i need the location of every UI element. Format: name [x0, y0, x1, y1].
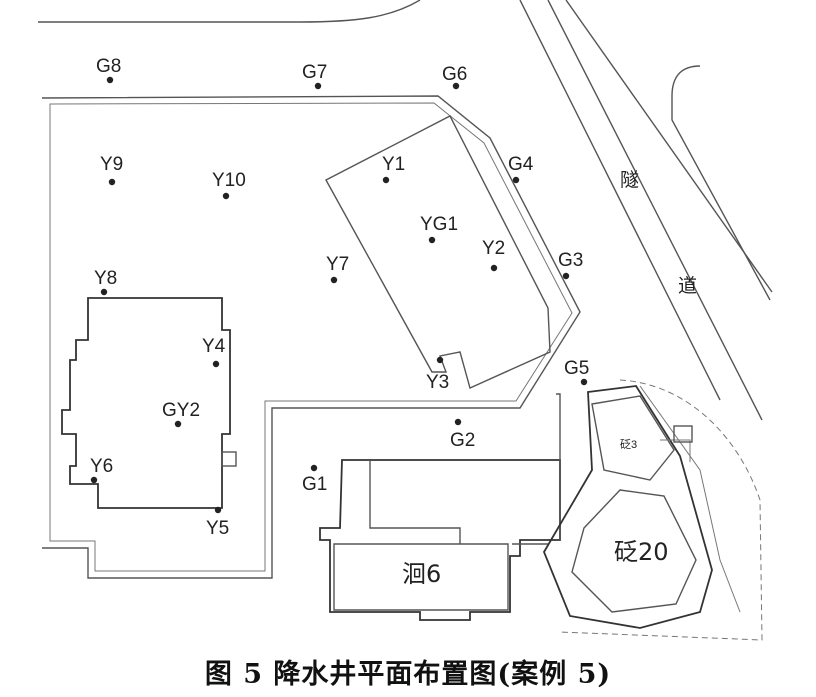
well-marker-g2 — [454, 418, 462, 426]
tunnel-edge-2 — [547, 0, 763, 421]
well-marker-g1 — [310, 464, 318, 472]
road-edge-right — [671, 65, 771, 301]
well-label-g1: G1 — [302, 474, 327, 495]
well-label-y7: Y7 — [326, 254, 349, 275]
well-label-y5: Y5 — [206, 518, 229, 539]
well-label-gy2: GY2 — [162, 400, 200, 421]
well-marker-g6 — [452, 82, 460, 90]
site-boundary-outer — [41, 95, 581, 579]
well-label-y9: Y9 — [100, 154, 123, 175]
well-label-y2: Y2 — [482, 238, 505, 259]
building-20-dashed-boundary — [559, 379, 763, 641]
well-marker-y1 — [382, 176, 390, 184]
building-20-access — [639, 385, 741, 613]
well-marker-gy2 — [174, 420, 182, 428]
building-20-label: 砭20 — [614, 538, 669, 566]
pit-upper-right — [325, 115, 551, 389]
well-label-y4: Y4 — [202, 336, 226, 357]
well-marker-g4 — [512, 176, 520, 184]
well-marker-g8 — [106, 76, 114, 84]
well-label-y10: Y10 — [212, 170, 246, 191]
site-boundary-inner — [49, 102, 573, 572]
well-marker-y2 — [490, 264, 498, 272]
well-marker-y4 — [212, 360, 220, 368]
building-6-label: 洄6 — [402, 560, 441, 588]
well-label-g8: G8 — [96, 56, 121, 77]
well-label-g4: G4 — [508, 154, 534, 175]
road-label-1: 隧 — [620, 169, 639, 191]
well-label-g6: G6 — [442, 64, 467, 85]
well-marker-y9 — [108, 178, 116, 186]
well-marker-g3 — [562, 272, 570, 280]
building-20-outline — [542, 385, 713, 629]
well-label-yg1: YG1 — [420, 214, 458, 235]
well-marker-y7 — [330, 276, 338, 284]
well-label-g2: G2 — [450, 430, 475, 451]
well-label-g5: G5 — [564, 358, 589, 379]
pit-left-notch — [221, 451, 237, 467]
well-label-y1: Y1 — [382, 154, 405, 175]
building-6-inner — [333, 460, 548, 611]
building-6-outline — [319, 459, 561, 621]
tunnel-edge-1 — [519, 0, 721, 401]
well-marker-g7 — [314, 82, 322, 90]
small-structure — [673, 425, 693, 443]
well-label-y8: Y8 — [94, 268, 117, 289]
figure-caption: 图 5 降水井平面布置图(案例 5) — [204, 659, 612, 690]
well-marker-y3 — [436, 356, 444, 364]
well-marker-y10 — [222, 192, 230, 200]
well-marker-y6 — [90, 476, 98, 484]
well-label-g3: G3 — [558, 250, 583, 271]
building-20-inner — [571, 489, 697, 613]
building-3-label: 砭3 — [620, 438, 637, 451]
well-label-g7: G7 — [302, 62, 327, 83]
building-20-wing — [591, 395, 675, 481]
well-marker-y5 — [214, 506, 222, 514]
well-markers — [90, 76, 588, 514]
road-label-2: 道 — [678, 275, 697, 297]
well-label-y3: Y3 — [426, 372, 449, 393]
building-6-walkway — [556, 393, 561, 540]
pit-left — [61, 297, 231, 509]
well-marker-yg1 — [428, 236, 436, 244]
well-label-y6: Y6 — [90, 456, 113, 477]
road-edge-top-left — [38, 0, 421, 23]
well-marker-y8 — [100, 288, 108, 296]
well-marker-g5 — [580, 378, 588, 386]
tunnel-edge-3 — [565, 0, 773, 293]
